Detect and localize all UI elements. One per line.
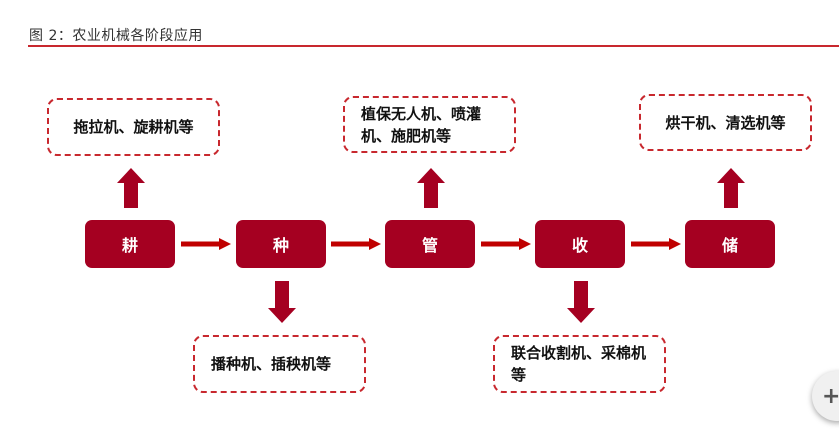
- callout-harvest-machines: 联合收割机、采棉机等: [493, 335, 666, 393]
- stage-harvest: 收: [535, 220, 625, 268]
- stage-storage: 储: [685, 220, 775, 268]
- up-arrow-storage: [717, 168, 745, 208]
- stage-management: 管: [385, 220, 475, 268]
- callout-management-machines: 植保无人机、喷灌机、施肥机等: [343, 96, 516, 153]
- stage-plowing: 耕: [85, 220, 175, 268]
- down-arrow-planting: [268, 281, 296, 323]
- callout-planting-machines: 播种机、插秧机等: [193, 335, 366, 393]
- flow-arrow-1: [181, 238, 231, 250]
- stage-planting: 种: [236, 220, 326, 268]
- callout-plowing-machines: 拖拉机、旋耕机等: [47, 98, 220, 156]
- up-arrow-management: [417, 168, 445, 208]
- caption-divider: [28, 45, 839, 47]
- flow-arrow-2: [331, 238, 381, 250]
- figure-caption: 图 2：农业机械各阶段应用: [29, 28, 203, 44]
- plus-icon: +: [822, 383, 839, 409]
- callout-storage-machines: 烘干机、清选机等: [639, 94, 812, 151]
- zoom-in-button[interactable]: +: [812, 371, 839, 421]
- down-arrow-harvest: [567, 281, 595, 323]
- up-arrow-plowing: [117, 168, 145, 208]
- flow-arrow-4: [631, 238, 681, 250]
- flow-arrow-3: [481, 238, 531, 250]
